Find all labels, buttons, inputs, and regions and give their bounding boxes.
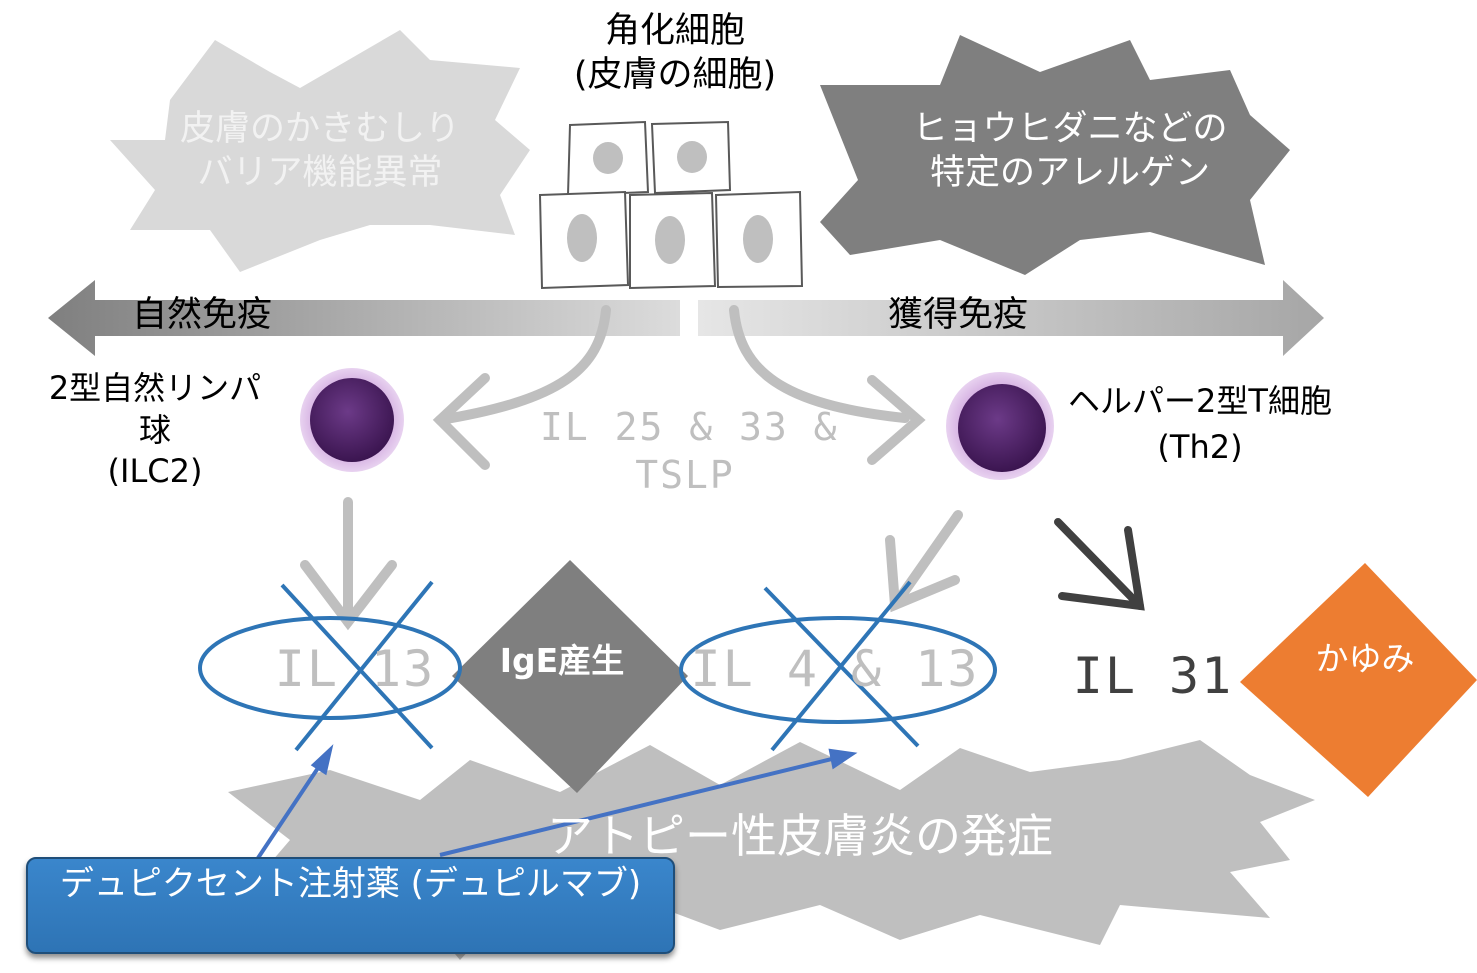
il4-13-cross	[763, 580, 920, 752]
innate-immunity-label: 自然免疫	[132, 295, 273, 335]
cell-nucleus	[567, 214, 597, 262]
il13-label: IL 13	[274, 640, 436, 698]
ige-label: IgE産生	[499, 641, 625, 680]
trigger-right-line1: ヒョウヒダニなどの	[912, 109, 1228, 149]
drug-button[interactable]: デュピクセント注射薬 (デュピルマブ)	[26, 857, 675, 954]
il25-line2: TSLP	[635, 452, 735, 497]
arrow-head-ilc2	[432, 373, 490, 470]
ilc2-cell	[300, 368, 404, 472]
il4-13-label: IL 4 & 13	[690, 640, 980, 698]
keratinocyte-label: 角化細胞 (皮膚の細胞)	[560, 10, 790, 98]
il13-cross	[280, 580, 434, 752]
ige-diamond	[452, 560, 688, 793]
arrow-to-th2	[729, 305, 910, 423]
arrow-to-il31	[1054, 518, 1145, 611]
th2-label: ヘルパー2型T細胞 (Th2)	[1050, 378, 1350, 471]
trigger-right-label: ヒョウヒダニなどの 特定のアレルゲン	[890, 108, 1250, 196]
il25-label: IL 25 & 33 & TSLP	[540, 404, 839, 499]
drug-arrows	[256, 744, 858, 860]
th2-line1: ヘルパー2型T細胞	[1068, 382, 1332, 420]
il13-ellipse	[198, 616, 462, 720]
keratinocyte-subtitle: (皮膚の細胞)	[573, 54, 777, 95]
il31-label: IL 31	[1072, 647, 1234, 705]
itch-label: かゆみ	[1315, 639, 1415, 678]
il25-line1: IL 25 & 33 &	[540, 405, 839, 449]
innate-immunity-arrow	[48, 280, 680, 356]
arrow-head-th2	[867, 375, 926, 465]
trigger-left-label: 皮膚のかきむしり バリア機能異常	[150, 108, 490, 196]
arrow-to-ilc2	[435, 305, 611, 425]
ilc2-line2: 球	[138, 410, 171, 449]
ilc2-line3: (ILC2)	[107, 452, 203, 491]
cell-nucleus	[743, 215, 773, 263]
acquired-immunity-arrow	[698, 280, 1324, 356]
cell-nucleus	[655, 216, 685, 264]
trigger-left-burst	[110, 30, 530, 272]
arrow-head-il13	[300, 560, 397, 631]
il4-13-ellipse	[679, 616, 997, 724]
th2-cell	[946, 372, 1054, 480]
ilc2-line1: 2型自然リンパ	[48, 369, 262, 407]
cell-nucleus	[677, 141, 707, 173]
drug-label: デュピクセント注射薬 (デュピルマブ)	[59, 864, 642, 904]
trigger-right-line2: 特定のアレルゲン	[929, 152, 1210, 193]
trigger-left-line1: 皮膚のかきむしり	[179, 109, 460, 149]
signal-arrows	[300, 305, 963, 631]
itch-diamond	[1240, 563, 1477, 797]
keratinocyte-title: 角化細胞	[604, 11, 745, 51]
trigger-right-burst	[820, 35, 1290, 275]
cell-nucleus	[593, 142, 623, 174]
keratinocyte-cells	[538, 120, 804, 290]
ilc2-label: 2型自然リンパ 球 (ILC2)	[20, 368, 290, 493]
onset-label: アトピー性皮膚炎の発症	[547, 809, 1053, 863]
th2-line2: (Th2)	[1157, 428, 1243, 467]
acquired-immunity-label: 獲得免疫	[888, 295, 1029, 335]
trigger-left-line2: バリア機能異常	[197, 152, 443, 193]
arrow-head-il4	[885, 535, 960, 613]
